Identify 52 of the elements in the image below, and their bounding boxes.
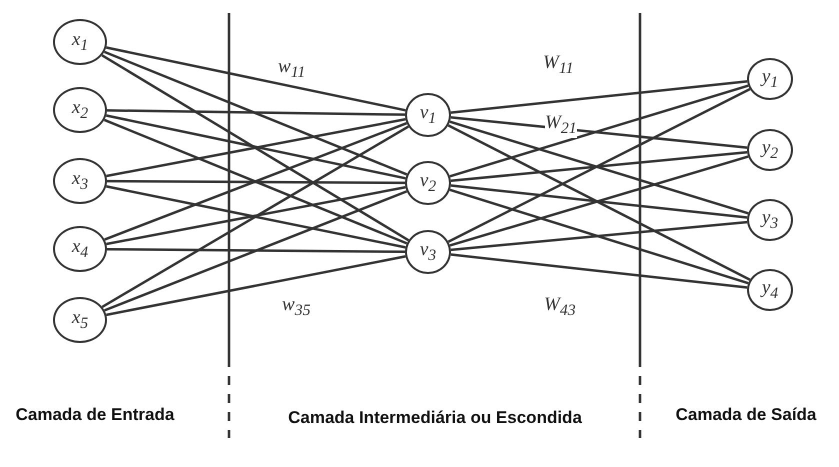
neuron-label: x$_{4}$ (72, 237, 88, 261)
weight-label: w$_{35}$ (282, 294, 311, 320)
connection-line (448, 124, 750, 281)
neuron-label: x$_{5}$ (72, 308, 88, 332)
neuron-label: v$_{2}$ (420, 171, 436, 195)
neuron-label: v$_{3}$ (420, 240, 436, 264)
neuron-circle (747, 269, 793, 311)
neuron-label: x$_{1}$ (72, 30, 88, 54)
neuron-label: x$_{2}$ (72, 98, 88, 122)
layer-caption: Camada de Saída (674, 404, 818, 426)
neuron-label: y$_{4}$ (762, 278, 778, 302)
connection-line (448, 88, 750, 243)
connection-line (104, 190, 408, 312)
neuron-circle (53, 87, 107, 133)
neuron-circle (747, 58, 793, 100)
neuron-circle (405, 230, 451, 274)
connection-line (450, 155, 748, 247)
connection-line (450, 253, 748, 289)
connection-line (106, 109, 406, 116)
weight-label: W$_{11}$ (543, 52, 574, 78)
neuron-circle (405, 93, 451, 137)
neuron-circle (747, 129, 793, 171)
connection-line (450, 116, 748, 149)
connection-line (450, 184, 748, 219)
connection-line (106, 46, 406, 112)
neuron-label: y$_{3}$ (762, 208, 778, 232)
neuron-circle (53, 158, 107, 204)
connection-line (450, 120, 749, 214)
weight-label: W$_{43}$ (544, 294, 576, 320)
neuron-circle (747, 199, 793, 241)
neuron-circle (53, 19, 107, 65)
connection-line (107, 248, 405, 254)
connection-line (450, 220, 748, 252)
connection-line (104, 50, 408, 176)
connection-line (107, 180, 405, 184)
weight-label: w$_{11}$ (278, 56, 306, 82)
neuron-circle (53, 297, 107, 343)
connection-line (102, 125, 410, 308)
neuron-label: y$_{1}$ (762, 67, 778, 91)
connection-line (450, 150, 748, 182)
neuron-label: v$_{1}$ (420, 103, 436, 127)
neuron-circle (405, 161, 451, 205)
layer-caption: Camada de Entrada (14, 404, 176, 426)
neuron-label: y$_{2}$ (762, 138, 778, 162)
connection-line (450, 84, 749, 178)
layer-caption: Camada Intermediária ou Escondida (287, 407, 583, 429)
connection-line (106, 255, 406, 316)
connection-line (101, 54, 410, 242)
neuron-circle (53, 226, 107, 272)
connection-line (449, 188, 749, 284)
neuron-label: x$_{3}$ (72, 169, 88, 193)
connection-line (450, 80, 748, 114)
